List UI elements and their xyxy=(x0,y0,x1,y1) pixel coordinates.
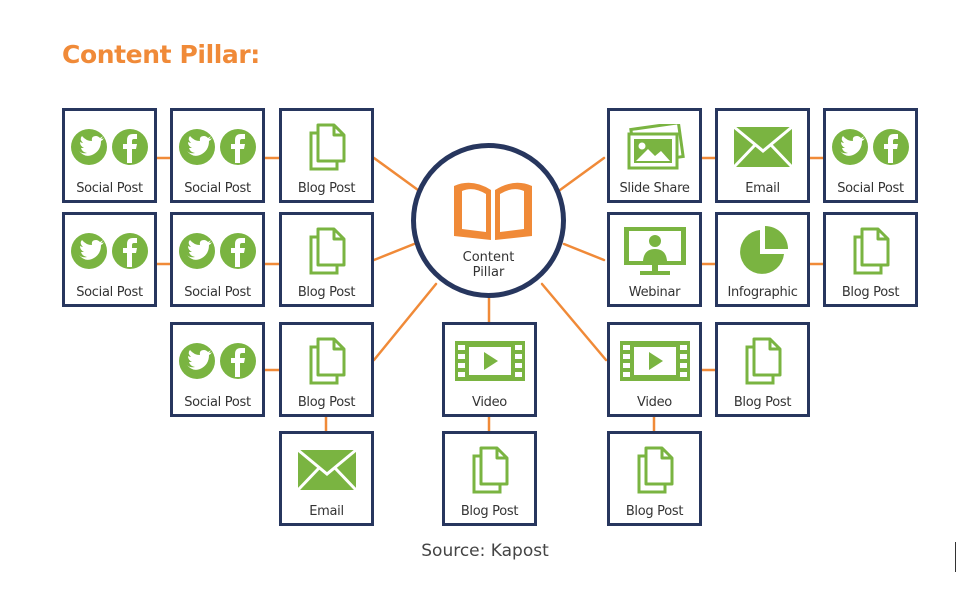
node-social-post: Social Post xyxy=(823,108,918,203)
node-blog-post: Blog Post xyxy=(279,322,374,417)
node-blog-post: Blog Post xyxy=(607,431,702,526)
node-blog-post: Blog Post xyxy=(715,322,810,417)
node-label: Slide Share xyxy=(619,181,690,196)
social-media-icon xyxy=(826,121,915,173)
node-label: Webinar xyxy=(628,285,681,300)
node-blog-post: Blog Post xyxy=(279,212,374,307)
content-pillar-hub: Content Pillar xyxy=(411,143,566,298)
node-blog-post: Blog Post xyxy=(823,212,918,307)
node-blog-post: Blog Post xyxy=(442,431,537,526)
email-icon xyxy=(718,121,807,173)
node-label: Email xyxy=(309,504,344,519)
document-icon xyxy=(445,444,534,496)
node-label: Social Post xyxy=(837,181,904,196)
document-icon xyxy=(718,335,807,387)
document-icon xyxy=(610,444,699,496)
node-label: Blog Post xyxy=(625,504,684,519)
node-social-post: Social Post xyxy=(62,108,157,203)
node-email: Email xyxy=(715,108,810,203)
node-label: Social Post xyxy=(76,285,143,300)
email-icon xyxy=(282,444,371,496)
document-icon xyxy=(282,121,371,173)
node-label: Blog Post xyxy=(297,181,356,196)
social-media-icon xyxy=(173,121,262,173)
node-infographic: Infographic xyxy=(715,212,810,307)
social-media-icon xyxy=(173,225,262,277)
node-social-post: Social Post xyxy=(170,212,265,307)
node-label: Blog Post xyxy=(460,504,519,519)
node-social-post: Social Post xyxy=(170,108,265,203)
node-social-post: Social Post xyxy=(62,212,157,307)
node-label: Social Post xyxy=(76,181,143,196)
node-label: Social Post xyxy=(184,181,251,196)
node-label: Infographic xyxy=(727,285,798,300)
node-webinar: Webinar xyxy=(607,212,702,307)
connector-line xyxy=(558,156,606,192)
node-label: Blog Post xyxy=(297,395,356,410)
node-label: Blog Post xyxy=(297,285,356,300)
social-media-icon xyxy=(65,121,154,173)
node-email: Email xyxy=(279,431,374,526)
open-book-icon xyxy=(454,182,532,240)
node-social-post: Social Post xyxy=(170,322,265,417)
document-icon xyxy=(282,335,371,387)
video-icon xyxy=(445,335,534,387)
source-caption: Source: Kapost xyxy=(421,541,549,561)
pie-chart-icon xyxy=(718,225,807,277)
node-label: Video xyxy=(637,395,672,410)
connector-line xyxy=(562,242,606,262)
node-label: Social Post xyxy=(184,285,251,300)
hub-label: Content Pillar xyxy=(416,250,561,280)
document-icon xyxy=(826,225,915,277)
hub-label-line1: Content xyxy=(462,250,515,265)
node-video: Video xyxy=(442,322,537,417)
social-media-icon xyxy=(173,335,262,387)
video-icon xyxy=(610,335,699,387)
connector-line xyxy=(540,282,608,362)
connector-line xyxy=(372,156,420,192)
connector-line xyxy=(372,282,438,362)
social-media-icon xyxy=(65,225,154,277)
node-video: Video xyxy=(607,322,702,417)
node-label: Video xyxy=(472,395,507,410)
node-label: Social Post xyxy=(184,395,251,410)
document-icon xyxy=(282,225,371,277)
node-label: Blog Post xyxy=(841,285,900,300)
node-blog-post: Blog Post xyxy=(279,108,374,203)
text-cursor xyxy=(955,542,956,572)
node-slide-share: Slide Share xyxy=(607,108,702,203)
node-label: Email xyxy=(745,181,780,196)
connector-line xyxy=(372,242,416,262)
hub-label-line2: Pillar xyxy=(472,265,505,280)
page-title: Content Pillar: xyxy=(62,40,260,69)
webinar-icon xyxy=(610,225,699,277)
slideshow-icon xyxy=(610,121,699,173)
node-label: Blog Post xyxy=(733,395,792,410)
